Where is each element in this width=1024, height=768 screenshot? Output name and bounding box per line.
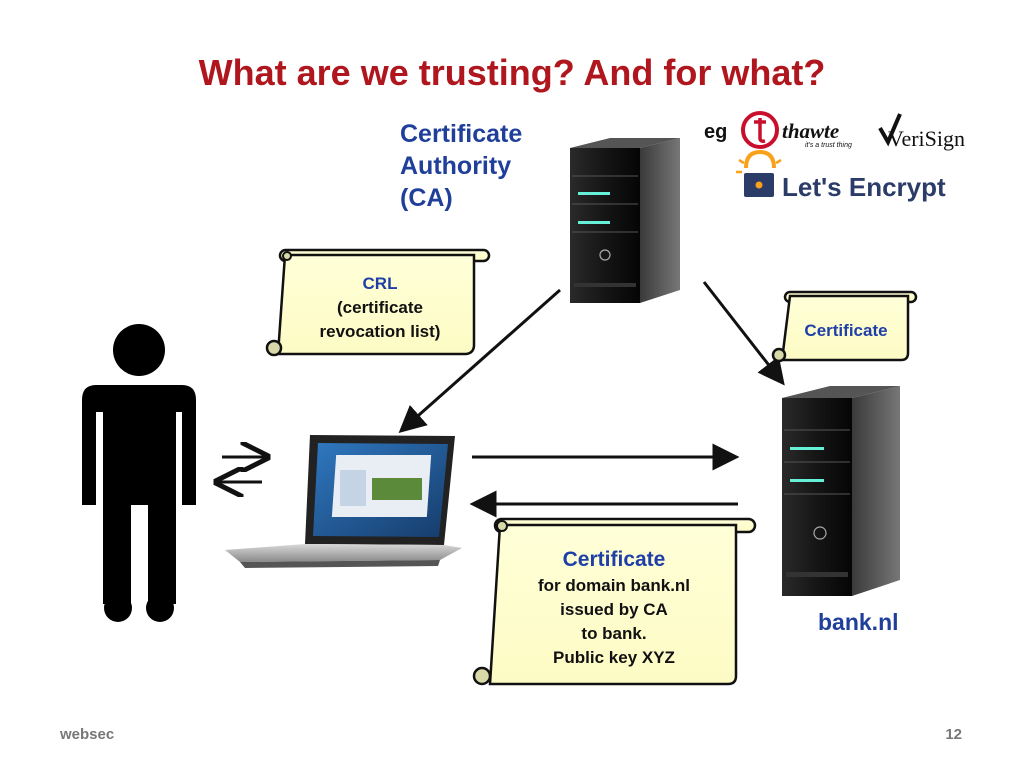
ca-label-line: (CA) — [400, 184, 453, 212]
laptop-bank-arrows — [469, 443, 740, 518]
footer-course: websec — [60, 726, 115, 743]
letsencrypt-logo: Let's Encrypt — [736, 149, 946, 202]
crl-scroll — [265, 248, 491, 357]
user-person-icon — [82, 324, 196, 622]
page-number: 12 — [945, 726, 962, 743]
slide-title: What are we trusting? And for what? — [198, 52, 826, 93]
ca-to-bank-arrow — [702, 281, 785, 386]
crl-title: CRL — [362, 274, 398, 293]
ca-label: Certificate Authority (CA) — [400, 118, 522, 214]
ca-label-line: Authority — [400, 152, 512, 180]
bank-label: bank.nl — [818, 609, 899, 635]
certificate-scroll-small — [771, 290, 918, 363]
crl-line: (certificate — [337, 298, 423, 317]
certificate-heading: Certificate — [562, 548, 666, 571]
thawte-logo: thawte it's a trust thing — [741, 111, 852, 149]
thawte-logo-text: thawte — [782, 119, 839, 143]
crl-line: revocation list) — [319, 322, 441, 341]
thawte-tagline: it's a trust thing — [805, 142, 852, 149]
bank-server-icon — [782, 386, 900, 596]
ca-server-icon — [570, 138, 680, 303]
certificate-line: Public key XYZ — [553, 648, 675, 667]
verisign-logo-text: VeriSign — [888, 126, 965, 151]
ca-label-line: Certificate — [400, 120, 523, 148]
certificate-line: to bank. — [581, 624, 647, 643]
crl-text: CRL (certificate revocation list) — [290, 272, 470, 344]
verisign-logo: VeriSign — [878, 113, 965, 151]
certificate-line: issued by CA — [560, 600, 668, 619]
certificate-small-text: Certificate — [804, 321, 888, 340]
eg-label: eg — [704, 121, 728, 143]
certificate-line: for domain bank.nl — [537, 576, 691, 595]
user-laptop-arrows — [216, 457, 268, 482]
certificate-scroll-big — [472, 517, 757, 686]
letsencrypt-logo-text: Let's Encrypt — [782, 172, 946, 202]
ca-to-laptop-arrow — [398, 288, 561, 433]
laptop-icon — [225, 435, 462, 568]
certificate-big-text: Certificate for domain bank.nl issued by… — [500, 546, 728, 670]
